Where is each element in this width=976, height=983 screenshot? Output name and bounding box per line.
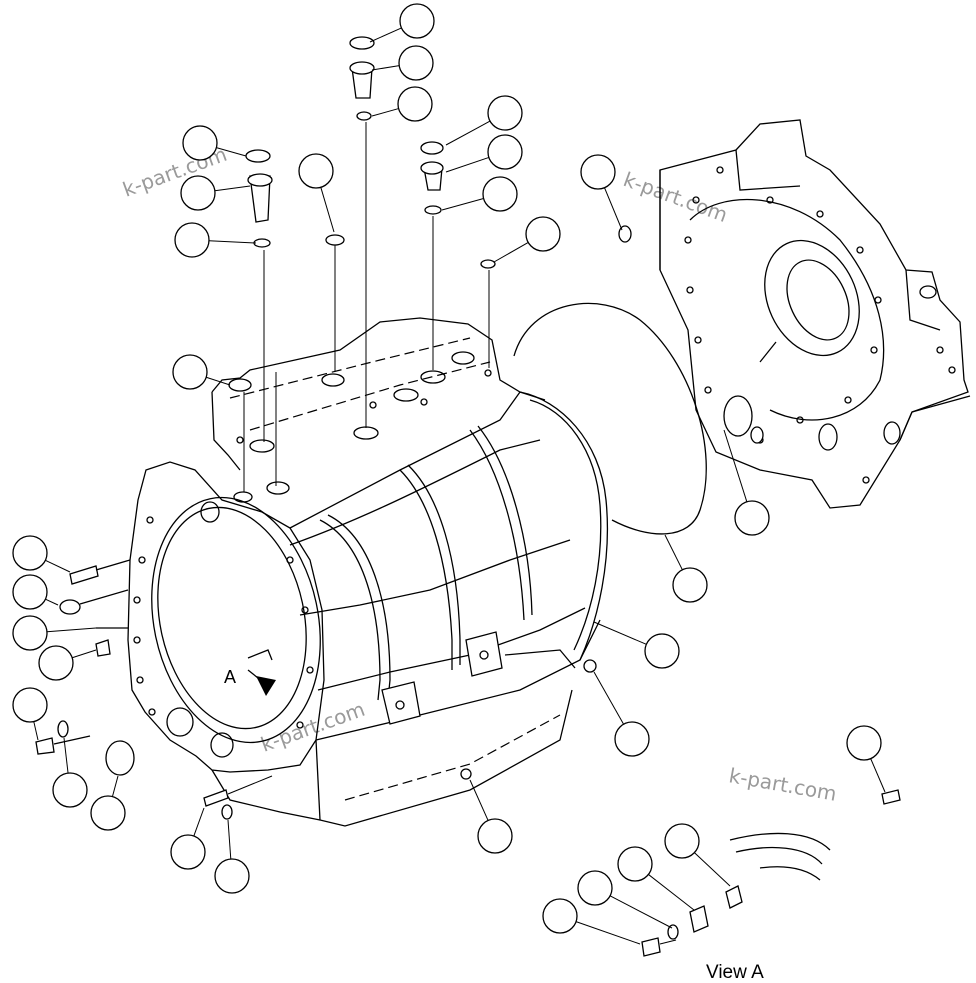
callout-leader [870, 758, 886, 793]
callout-bubble [90, 795, 126, 831]
watermark-3: k-part.com [258, 697, 369, 757]
rear-housing [618, 119, 971, 509]
callout-leader [664, 534, 683, 571]
transmission-case: A [127, 317, 609, 827]
callout-bubble [180, 175, 216, 211]
callout-bubble [482, 176, 518, 212]
callout-bubble [170, 834, 206, 870]
top-fittings [228, 36, 496, 492]
callout-bubble [644, 633, 680, 669]
callout-leader [648, 874, 695, 911]
callout-bubble [477, 818, 513, 854]
callout-bubble [398, 45, 434, 81]
callout-bubble [487, 95, 523, 131]
callout-bubble [734, 500, 770, 536]
callout-bubble [399, 3, 435, 39]
callout-bubble [52, 772, 88, 808]
callout-bubble [38, 645, 74, 681]
callout-bubble [487, 134, 523, 170]
callout-leader [46, 627, 97, 633]
callout-leader [609, 895, 673, 929]
callout-leader [441, 198, 484, 211]
callout-leader [208, 240, 257, 244]
callout-leader [216, 147, 247, 157]
callout-leader [206, 376, 231, 386]
callout-leader [45, 598, 59, 606]
callout-leader [604, 187, 623, 231]
callout-leader [214, 185, 251, 192]
callout-leader [193, 807, 205, 837]
callout-bubble [614, 721, 650, 757]
callout-bubble [298, 153, 334, 189]
callout-leader [369, 27, 402, 43]
callout-bubble [672, 567, 708, 603]
callout-leader [469, 779, 489, 821]
callout-leader [445, 156, 490, 173]
callout-leader [371, 65, 400, 71]
callout-leader [320, 187, 335, 233]
callout-bubble [174, 222, 210, 258]
callout-bubble [617, 846, 653, 882]
callout-bubble [214, 858, 250, 894]
callout-bubble [397, 86, 433, 122]
watermark-2: k-part.com [620, 167, 731, 227]
gasket [513, 302, 707, 535]
watermark-4: k-part.com [727, 763, 838, 806]
callout-bubble [525, 216, 561, 252]
callout-leader [33, 721, 39, 741]
callout-bubble [12, 687, 48, 723]
callout-leader [493, 242, 529, 263]
callout-bubble [580, 154, 616, 190]
callout-leader [575, 921, 641, 945]
callout-bubble [846, 725, 882, 761]
callout-leader [63, 737, 69, 774]
callout-bubble [542, 898, 578, 934]
callout-leader [694, 852, 731, 887]
callout-bubble [577, 870, 613, 906]
callout-leader [72, 649, 97, 659]
view-arrow-label: A [224, 667, 236, 687]
callout-bubble [12, 574, 48, 610]
callout-leader [111, 775, 119, 797]
callout-bubble [172, 354, 208, 390]
callout-leader [45, 559, 71, 573]
side-fasteners [35, 559, 597, 820]
callout-leader [227, 819, 232, 860]
callout-leader [593, 671, 625, 725]
callout-leader [445, 120, 491, 146]
callout-bubble [12, 535, 48, 571]
callout-bubble [664, 823, 700, 859]
callout-leader [593, 621, 647, 645]
view-a-detail: View A [641, 789, 901, 983]
callout-leader [723, 429, 748, 502]
callout-bubble [182, 125, 218, 161]
view-a-caption: View A [706, 962, 764, 983]
callout-leader [371, 108, 399, 117]
callout-bubbles [12, 3, 886, 945]
callout-bubble [12, 615, 48, 651]
